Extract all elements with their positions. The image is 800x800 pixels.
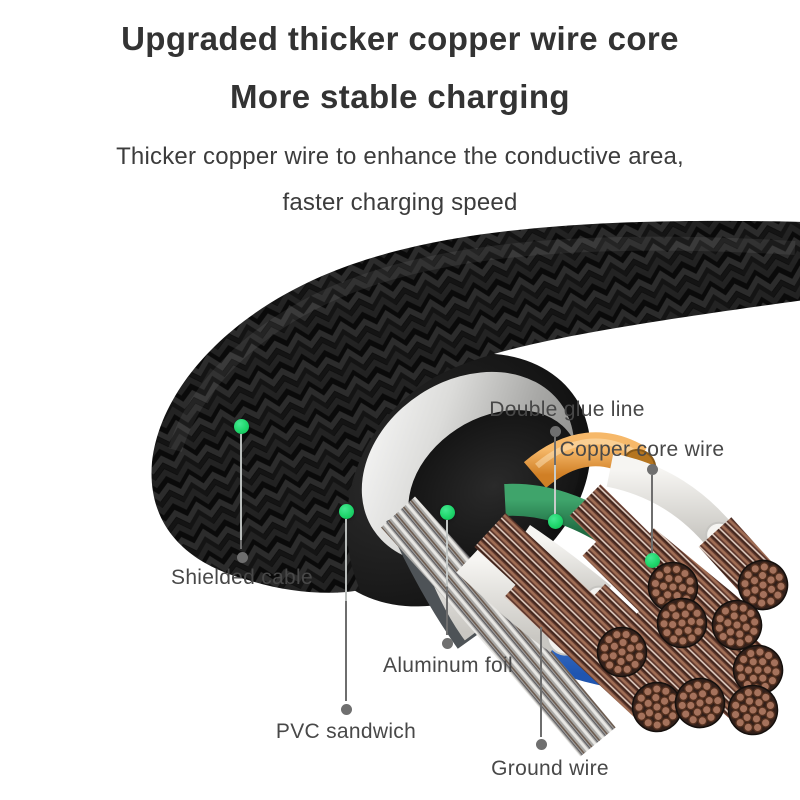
shield-strand-bundle [381, 496, 616, 757]
braid-highlight [168, 236, 796, 453]
target-dot-icon [339, 504, 354, 519]
callout-label: Shielded cable [171, 566, 313, 589]
label-dot-icon [237, 552, 248, 563]
label-dot-icon [442, 638, 453, 649]
page-subtitle-line2: faster charging speed [282, 189, 518, 216]
page-subtitle-line1: Thicker copper wire to enhance the condu… [116, 143, 684, 170]
target-dot-icon [645, 553, 660, 568]
target-dot-icon [548, 514, 563, 529]
label-dot-icon [536, 739, 547, 750]
label-dot-icon [550, 426, 561, 437]
target-dot-icon [440, 505, 455, 520]
leader-line [446, 520, 448, 635]
callout-label: Ground wire [491, 757, 609, 780]
orange-wire-highlight [535, 438, 636, 469]
copper-core-cut-faces [596, 559, 789, 736]
leader-line [554, 437, 556, 515]
callout-label: Double glue line [489, 398, 645, 421]
page-title-line2: More stable charging [230, 78, 570, 115]
leader-line [345, 519, 347, 701]
callout-label: PVC sandwich [275, 720, 417, 743]
leader-line [651, 475, 653, 554]
callout-label: Aluminum foil [383, 654, 513, 677]
cable-cavity [408, 410, 580, 562]
label-dot-icon [647, 464, 658, 475]
leader-line [240, 434, 242, 549]
leader-line [540, 627, 542, 737]
target-dot-icon [234, 419, 249, 434]
label-dot-icon [341, 704, 352, 715]
callout-label: Copper core wire [559, 438, 725, 461]
page-title-line1: Upgraded thicker copper wire core [121, 20, 679, 57]
braid-sheath [151, 220, 800, 593]
